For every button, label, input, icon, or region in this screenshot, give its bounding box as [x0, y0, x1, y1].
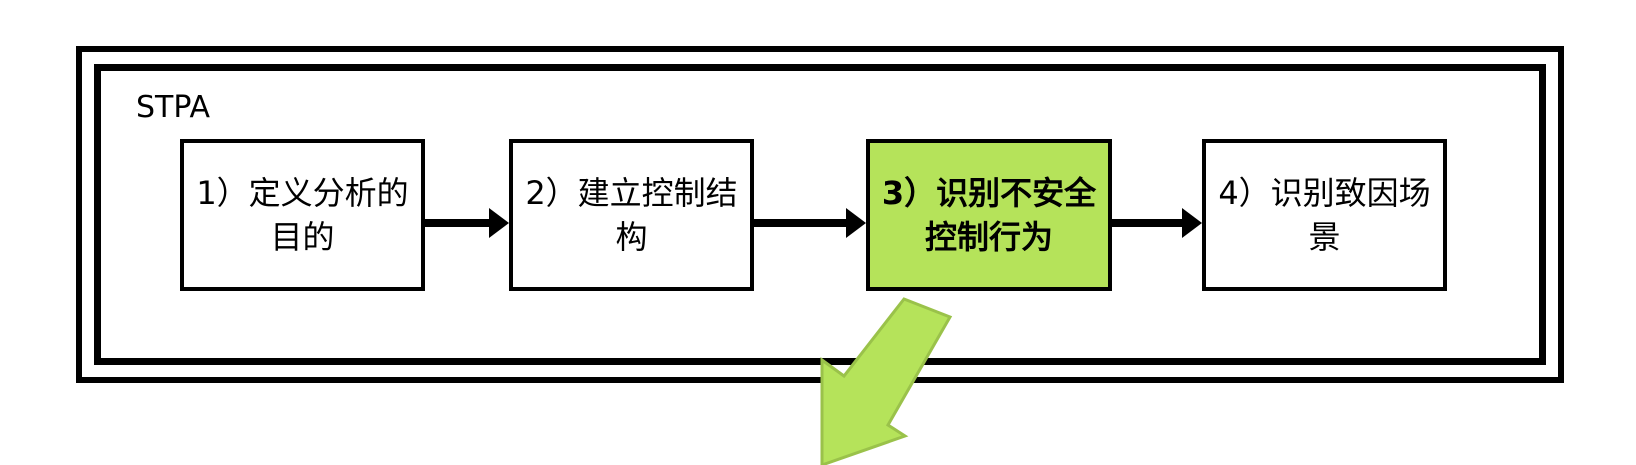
connector-arrowhead: [489, 208, 509, 238]
step-unsafe-control-actions: 3）识别不安全控制行为: [866, 139, 1112, 291]
connector-arrow: [425, 219, 489, 227]
step-label: 3）识别不安全控制行为: [881, 174, 1097, 256]
step-label: 2）建立控制结构: [525, 174, 738, 256]
connector-arrowhead: [1182, 208, 1202, 238]
connector-arrowhead: [846, 208, 866, 238]
frame-title: STPA: [136, 90, 211, 125]
step-control-structure: 2）建立控制结构: [509, 139, 754, 291]
step-define-purpose: 1）定义分析的目的: [180, 139, 425, 291]
outer-frame: [76, 46, 1564, 383]
focus-arrow-shape: [820, 297, 953, 465]
inner-frame: [94, 64, 1546, 365]
connector-arrow: [754, 219, 846, 227]
step-causal-scenarios: 4）识别致因场景: [1202, 139, 1447, 291]
step-label: 4）识别致因场景: [1218, 174, 1431, 256]
connector-arrow: [1112, 219, 1182, 227]
step-label: 1）定义分析的目的: [196, 174, 409, 256]
